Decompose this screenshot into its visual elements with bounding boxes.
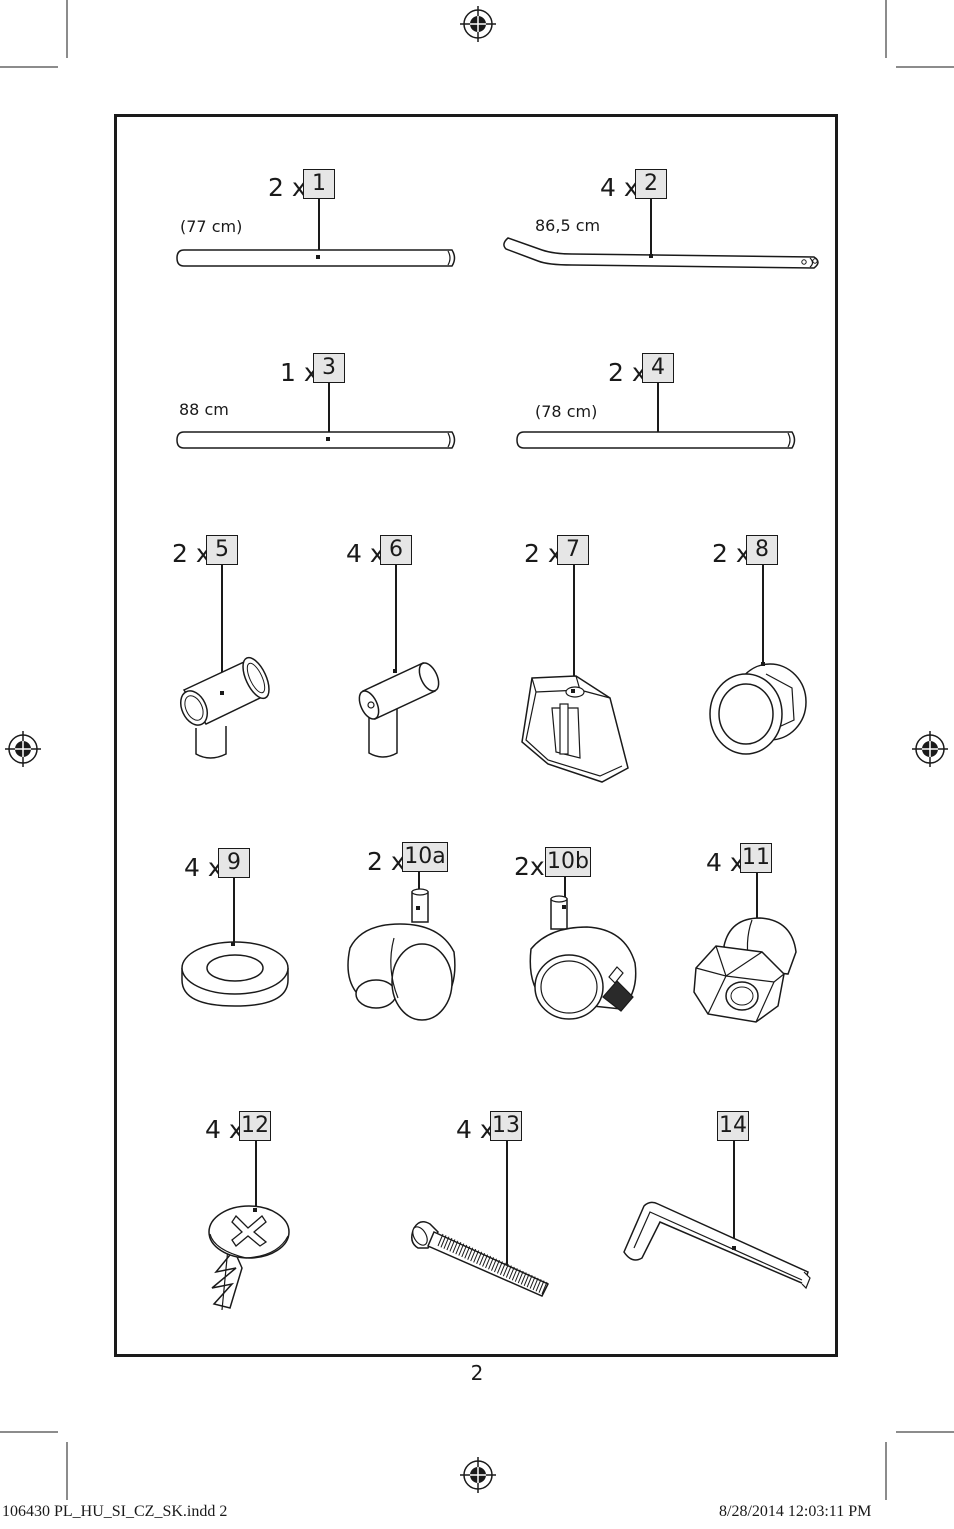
part-2-dimension: 86,5 cm	[535, 216, 601, 235]
part-7-number: 7	[557, 535, 589, 565]
file-slug: 106430 PL_HU_SI_CZ_SK.indd 2	[2, 1503, 228, 1520]
part-13-number: 13	[490, 1111, 522, 1141]
part-11-quantity: 4 x	[706, 848, 745, 877]
part-6-number: 6	[380, 535, 412, 565]
part-3-dimension: 88 cm	[179, 400, 229, 419]
page-number: 2	[470, 1361, 484, 1385]
washer-icon	[181, 941, 289, 1007]
part-4-number: 4	[642, 353, 674, 383]
part-13-quantity: 4 x	[456, 1115, 495, 1144]
registration-mark-left-icon	[5, 731, 41, 767]
caster-wheel-icon	[347, 888, 456, 1021]
registration-mark-right-icon	[912, 731, 948, 767]
part-8-quantity: 2 x	[712, 539, 751, 568]
part-9-quantity: 4 x	[184, 853, 223, 882]
part-5-number: 5	[206, 535, 238, 565]
allen-key-icon	[623, 1201, 811, 1290]
straight-tube-icon	[176, 431, 456, 449]
part-10b-quantity: 2x	[514, 852, 545, 881]
locking-caster-wheel-icon	[529, 895, 637, 1020]
registration-mark-bottom-icon	[460, 1457, 496, 1493]
part-1-quantity: 2 x	[268, 173, 307, 202]
part-6-quantity: 4 x	[346, 539, 385, 568]
part-10b-number: 10b	[545, 847, 591, 877]
round-end-cap-icon	[709, 662, 807, 755]
bracket-connector-icon	[521, 675, 629, 783]
part-7-quantity: 2 x	[524, 539, 563, 568]
elbow-connector-icon	[179, 656, 270, 759]
part-12-quantity: 4 x	[205, 1115, 244, 1144]
part-12-number: 12	[239, 1111, 271, 1141]
straight-tube-icon	[516, 431, 796, 449]
part-11-number: 11	[740, 843, 772, 873]
straight-tube-icon	[176, 249, 456, 267]
part-3-quantity: 1 x	[280, 358, 319, 387]
part-4-dimension: (78 cm)	[535, 402, 598, 421]
screw-icon	[208, 1205, 290, 1311]
part-10a-number: 10a	[402, 842, 448, 872]
part-3-number: 3	[313, 353, 345, 383]
part-14-number: 14	[717, 1111, 749, 1141]
part-10a-quantity: 2 x	[367, 847, 406, 876]
part-1-number: 1	[303, 169, 335, 199]
bent-tube-icon	[503, 237, 819, 269]
print-timestamp: 8/28/2014 12:03:11 PM	[719, 1503, 872, 1520]
bolt-icon	[411, 1221, 550, 1297]
registration-mark-top-icon	[460, 6, 496, 42]
part-1-dimension: (77 cm)	[180, 217, 243, 236]
part-2-quantity: 4 x	[600, 173, 639, 202]
part-8-number: 8	[746, 535, 778, 565]
part-9-number: 9	[218, 848, 250, 878]
parts-list-frame	[114, 114, 838, 1357]
cap-nut-icon	[693, 917, 797, 1023]
t-connector-icon	[358, 661, 440, 758]
part-4-quantity: 2 x	[608, 358, 647, 387]
part-2-number: 2	[635, 169, 667, 199]
part-5-quantity: 2 x	[172, 539, 211, 568]
